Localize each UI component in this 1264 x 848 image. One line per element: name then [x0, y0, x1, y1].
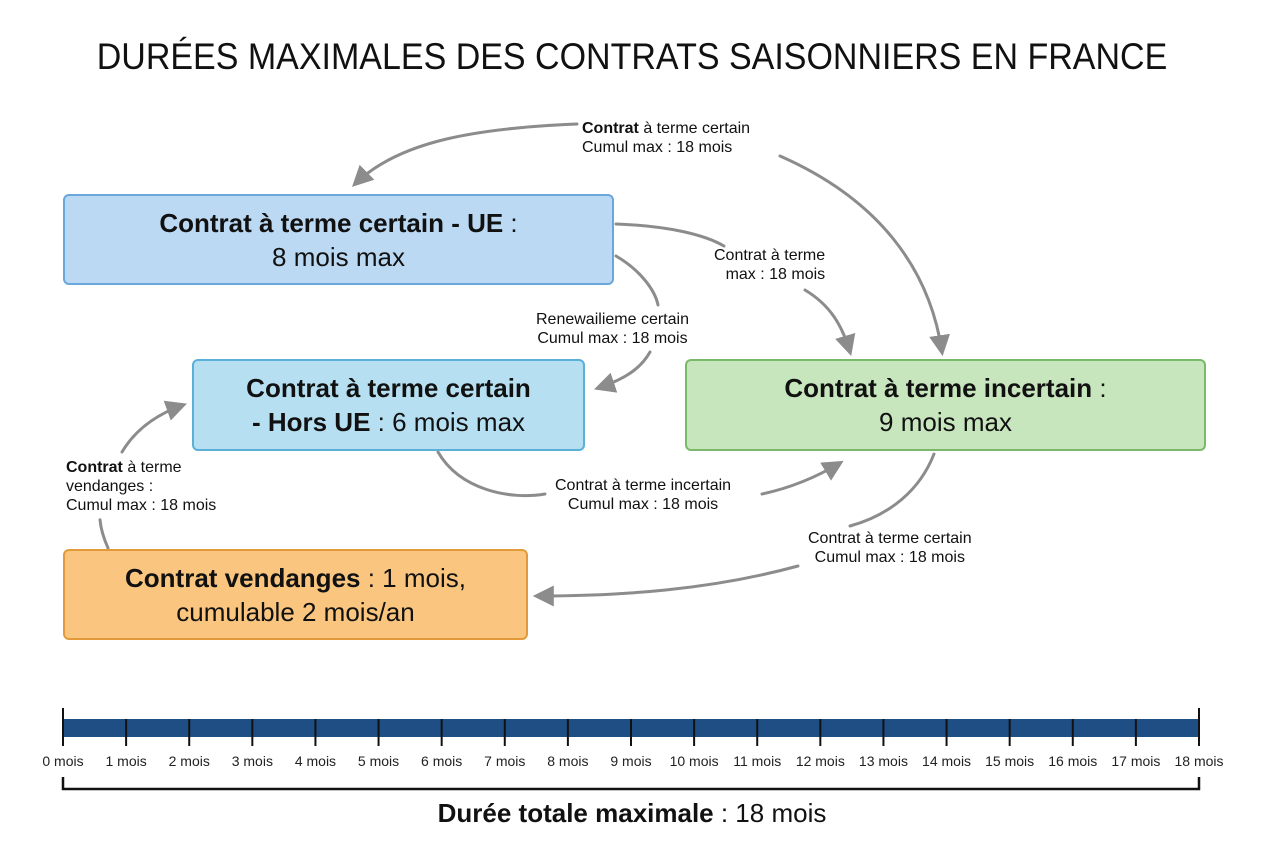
box-vendanges-bold: Contrat vendanges: [125, 562, 361, 593]
arrow-incertain-to-vendanges-lower: [532, 564, 800, 607]
box-incertain-bold: Contrat à terme incertain: [784, 373, 1093, 403]
label-hors-to-incertain: Contrat à terme incertain Cumul max : 18…: [555, 477, 732, 513]
timeline-tick-label: 6 mois: [421, 753, 463, 769]
arrow-ue-to-incertain-lower: [803, 288, 856, 357]
label-ue-to-hors: Renewailieme certain Cumul max : 18 mois: [536, 311, 689, 347]
timeline-tick-label: 3 mois: [231, 753, 273, 769]
timeline-tick-label: 13 mois: [858, 753, 908, 769]
timeline-tick-label: 7 mois: [484, 753, 526, 769]
arrow-top-to-ue: [351, 122, 579, 187]
arrow-ue-to-hors-upper: [614, 254, 660, 307]
box-vendanges-line2: cumulable 2 mois/an: [176, 596, 415, 627]
timeline-tick-label: 4 mois: [294, 753, 337, 769]
timeline-tick-label: 10 mois: [669, 753, 719, 769]
box-ue-rest: :: [503, 207, 518, 238]
timeline-tick-label: 15 mois: [985, 753, 1035, 769]
arrow-hors-to-incertain-right: [760, 460, 844, 496]
arrow-top-to-incertain: [778, 154, 950, 357]
box-incertain-rest: :: [1092, 373, 1107, 403]
box-contrat-incertain: Contrat à terme incertain : 9 mois max: [685, 359, 1206, 451]
timeline-tick-label: 5 mois: [357, 753, 400, 769]
timeline-tick-label: 16 mois: [1048, 753, 1098, 769]
timeline-tick-label: 17 mois: [1111, 753, 1161, 769]
timeline-tick-label: 1 mois: [105, 753, 147, 769]
box-vendanges-rest: : 1 mois,: [360, 562, 466, 593]
timeline-tick-label: 0 mois: [42, 753, 84, 769]
total-duration-rest: : 18 mois: [713, 798, 827, 828]
timeline-tick-label: 12 mois: [795, 753, 845, 769]
total-duration-bold: Durée totale maximale: [437, 798, 714, 828]
box-ue-bold: Contrat à terme certain - UE: [159, 207, 504, 238]
arrow-hors-to-incertain-left: [436, 450, 547, 498]
timeline-tick-label: 2 mois: [168, 753, 210, 769]
label-incertain-to-vendanges: Contrat à terme certain Cumul max : 18 m…: [808, 530, 972, 566]
label-top: Contrat à terme certain Cumul max : 18 m…: [582, 120, 751, 156]
timeline-tick-label: 8 mois: [547, 753, 589, 769]
box-hors-line1: Contrat à terme certain: [246, 373, 531, 403]
arrow-ue-to-incertain-upper: [614, 222, 726, 248]
label-vendanges-to-hors: Contrat à terme vendanges : Cumul max : …: [66, 459, 217, 514]
arrow-incertain-to-vendanges-upper: [848, 452, 936, 528]
arrow-vendanges-to-hors-upper: [120, 400, 187, 454]
box-hors-rest2: : 6 mois max: [370, 407, 526, 437]
timeline-tick-label: 9 mois: [610, 753, 652, 769]
label-ue-to-incertain: Contrat à terme max : 18 mois: [714, 247, 826, 283]
page-title: DURÉES MAXIMALES DES CONTRATS SAISONNIER…: [96, 36, 1168, 78]
arrow-ue-to-hors-lower: [594, 350, 652, 393]
timeline-tick-label: 14 mois: [922, 753, 972, 769]
box-hors-bold2: - Hors UE: [251, 407, 371, 437]
total-duration: Durée totale maximale : 18 mois: [0, 798, 1264, 829]
arrow-vendanges-to-hors-lower: [98, 518, 110, 550]
box-contrat-hors-ue: Contrat à terme certain - Hors UE : 6 mo…: [192, 359, 585, 451]
box-ue-line2: 8 mois max: [272, 241, 405, 272]
timeline-tick-label: 18 mois: [1174, 753, 1224, 769]
timeline-ticks: [62, 708, 1200, 746]
timeline-tick-label: 11 mois: [733, 753, 782, 769]
box-contrat-vendanges: Contrat vendanges : 1 mois, cumulable 2 …: [63, 549, 528, 640]
box-contrat-ue: Contrat à terme certain - UE : 8 mois ma…: [63, 194, 614, 285]
total-bracket: [61, 777, 1201, 791]
box-incertain-line2: 9 mois max: [879, 407, 1012, 437]
